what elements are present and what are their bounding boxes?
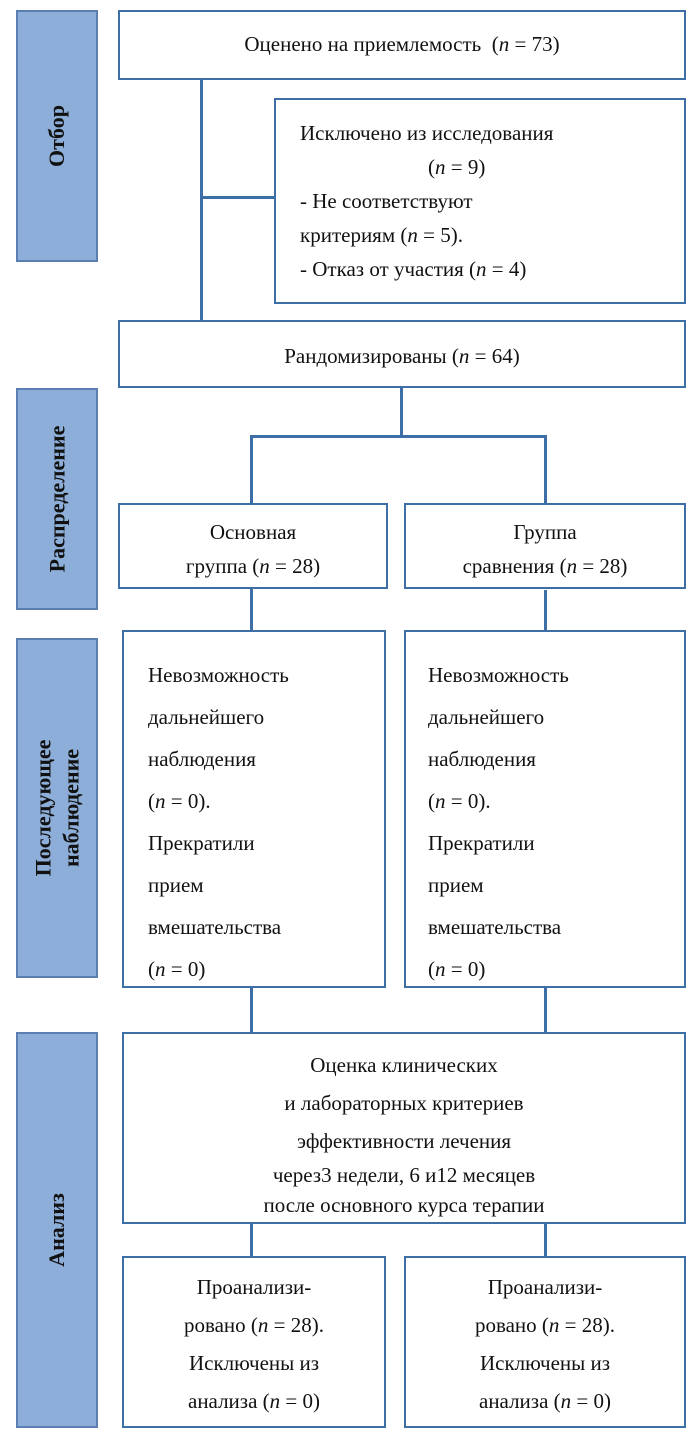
excluded-reason-1a: - Не соответствуют bbox=[300, 189, 473, 213]
followup-right-l5: Прекратили bbox=[428, 831, 535, 855]
assessed-text: Оценено на приемлемость (n = 73) bbox=[244, 32, 560, 56]
analyzed-left-l4: анализа (n = 0) bbox=[188, 1389, 320, 1413]
comparison-group-line1: Группа bbox=[513, 520, 577, 544]
followup-right-box: Невозможность дальнейшего наблюдения (n … bbox=[404, 630, 686, 988]
stage-selection: Отбор bbox=[16, 10, 98, 262]
evaluation-l4: через3 недели, 6 и12 месяцев bbox=[272, 1163, 536, 1187]
analyzed-right-l2: ровано (n = 28). bbox=[474, 1313, 616, 1337]
connector-comparison-followup bbox=[544, 590, 547, 632]
followup-left-n1: (n = 0). bbox=[148, 789, 211, 813]
connector-followup-right-eval bbox=[544, 988, 547, 1034]
evaluation-l3: эффективности лечения bbox=[296, 1129, 512, 1153]
analyzed-left-l1: Проанализи- bbox=[196, 1275, 312, 1299]
followup-right-n2: (n = 0) bbox=[428, 957, 486, 981]
connector-eval-right bbox=[544, 1222, 547, 1256]
followup-right-l7: вмешательства bbox=[428, 915, 562, 939]
analyzed-left-box: Проанализи- ровано (n = 28). Исключены и… bbox=[122, 1256, 386, 1428]
excluded-reason-1b: критериям (n = 5). bbox=[300, 223, 463, 247]
followup-left-l5: Прекратили bbox=[148, 831, 255, 855]
followup-left-l3: наблюдения bbox=[148, 747, 256, 771]
followup-right-n1: (n = 0). bbox=[428, 789, 491, 813]
analyzed-right-box: Проанализи- ровано (n = 28). Исключены и… bbox=[404, 1256, 686, 1428]
stage-allocation-label: Распределение bbox=[44, 425, 69, 573]
evaluation-l5: после основного курса терапии bbox=[263, 1193, 545, 1217]
connector-eval-left bbox=[250, 1222, 253, 1256]
excluded-reason-2: - Отказ от участия (n = 4) bbox=[300, 257, 527, 281]
stage-analysis-label: Анализ bbox=[44, 1193, 69, 1267]
excluded-box: Исключено из исследования (n = 9) - Не с… bbox=[274, 98, 686, 304]
evaluation-l2: и лабораторных критериев bbox=[284, 1091, 524, 1115]
connector-to-comparison bbox=[544, 435, 547, 505]
stage-followup-line2: наблюдение bbox=[58, 748, 83, 868]
followup-left-l7: вмешательства bbox=[148, 915, 282, 939]
main-group-box: Основная группа (n = 28) bbox=[118, 503, 388, 589]
excluded-title: Исключено из исследования bbox=[300, 121, 554, 145]
analyzed-right-l3: Исключены из bbox=[479, 1351, 611, 1375]
connector-to-main bbox=[250, 435, 253, 505]
main-group-line1: Основная bbox=[209, 520, 297, 544]
followup-left-box: Невозможность дальнейшего наблюдения (n … bbox=[122, 630, 386, 988]
followup-left-l2: дальнейшего bbox=[148, 705, 265, 729]
evaluation-box: Оценка клинических и лабораторных критер… bbox=[122, 1032, 686, 1224]
followup-left-l1: Невозможность bbox=[148, 663, 289, 687]
followup-right-l2: дальнейшего bbox=[428, 705, 545, 729]
analyzed-left-l3: Исключены из bbox=[188, 1351, 320, 1375]
stage-analysis: Анализ bbox=[16, 1032, 98, 1428]
stage-selection-label: Отбор bbox=[44, 105, 69, 167]
comparison-group-line2: сравнения (n = 28) bbox=[462, 554, 628, 578]
followup-left-n2: (n = 0) bbox=[148, 957, 206, 981]
randomized-text: Рандомизированы (n = 64) bbox=[284, 344, 520, 368]
main-group-line2: группа (n = 28) bbox=[185, 554, 321, 578]
comparison-group-box: Группа сравнения (n = 28) bbox=[404, 503, 686, 589]
analyzed-right-l4: анализа (n = 0) bbox=[479, 1389, 611, 1413]
stage-allocation: Распределение bbox=[16, 388, 98, 610]
evaluation-l1: Оценка клинических bbox=[310, 1053, 498, 1077]
excluded-count: (n = 9) bbox=[428, 155, 486, 179]
followup-right-l1: Невозможность bbox=[428, 663, 569, 687]
stage-followup-line1: Последующее bbox=[30, 739, 55, 877]
followup-right-l6: прием bbox=[428, 873, 484, 897]
randomized-box: Рандомизированы (n = 64) bbox=[118, 320, 686, 388]
followup-right-l3: наблюдения bbox=[428, 747, 536, 771]
connector-randomized-down bbox=[400, 386, 403, 436]
stage-followup-label: Последующее наблюдение bbox=[29, 740, 85, 877]
stage-followup: Последующее наблюдение bbox=[16, 638, 98, 978]
analyzed-right-l1: Проанализи- bbox=[487, 1275, 603, 1299]
connector-split bbox=[250, 435, 547, 438]
connector-to-excluded bbox=[200, 196, 276, 199]
analyzed-left-l2: ровано (n = 28). bbox=[183, 1313, 325, 1337]
assessed-box: Оценено на приемлемость (n = 73) bbox=[118, 10, 686, 80]
followup-left-l6: прием bbox=[148, 873, 204, 897]
connector-assessed-down bbox=[200, 78, 203, 321]
connector-main-followup bbox=[250, 588, 253, 632]
connector-followup-left-eval bbox=[250, 988, 253, 1034]
